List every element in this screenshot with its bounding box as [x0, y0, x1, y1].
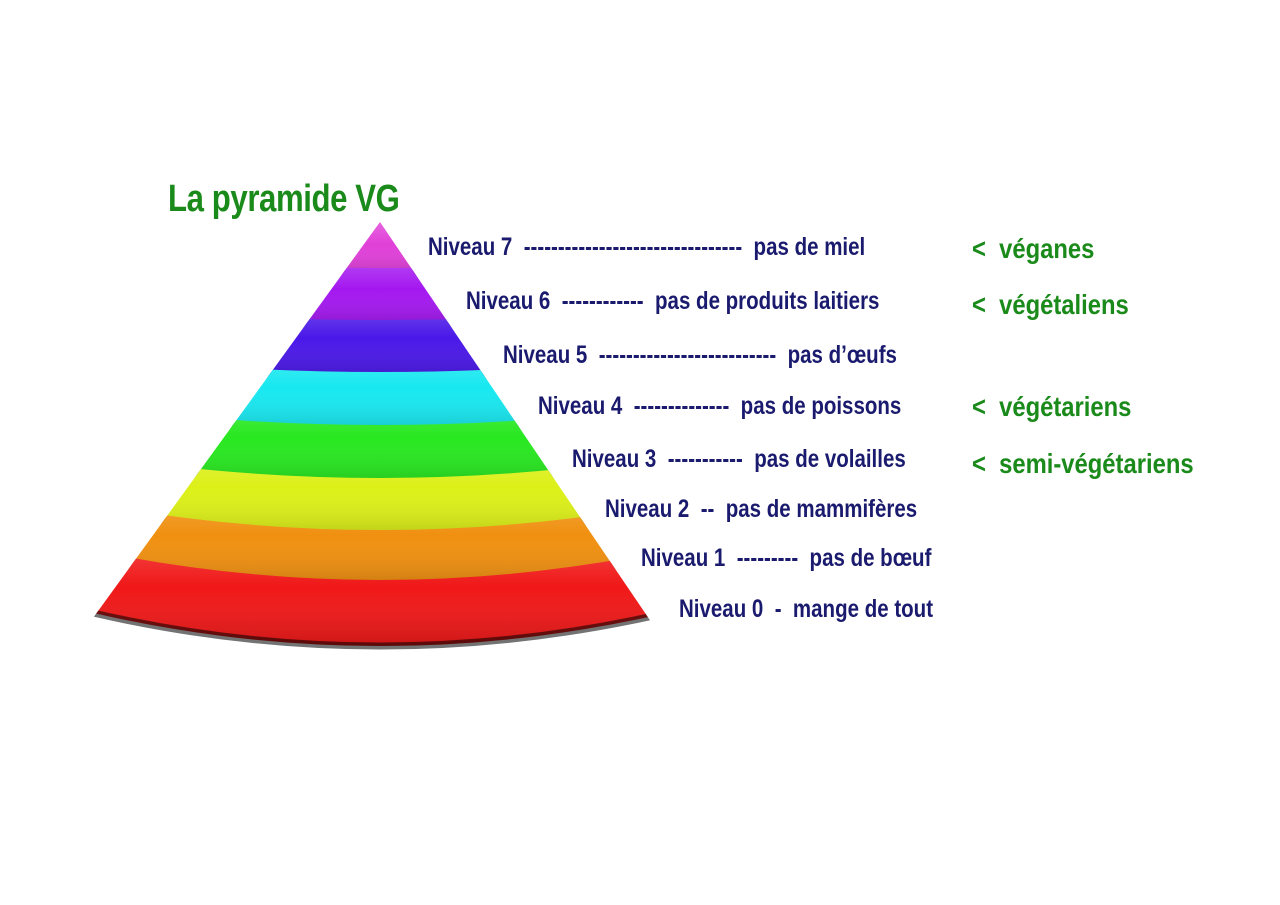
level-label-3: Niveau 3 ----------- pas de volailles: [572, 445, 906, 473]
pyramid-band-shading: [93, 438, 662, 536]
level-label-6: Niveau 6 ------------ pas de produits la…: [466, 287, 880, 315]
level-label-7: Niveau 7 -------------------------------…: [428, 233, 866, 261]
group-label-veganes: < véganes: [972, 233, 1095, 264]
level-label-5: Niveau 5 -------------------------- pas …: [503, 341, 897, 369]
group-label-vegetariens: < végétariens: [972, 391, 1132, 422]
level-label-2: Niveau 2 -- pas de mammifères: [605, 495, 918, 523]
level-label-1: Niveau 1 --------- pas de bœuf: [641, 544, 932, 572]
pyramid-band-shading: [93, 484, 662, 586]
level-label-4: Niveau 4 -------------- pas de poissons: [538, 392, 902, 420]
level-label-0: Niveau 0 - mange de tout: [679, 595, 934, 623]
group-label-vegetaliens: < végétaliens: [972, 289, 1129, 320]
diagram-title: La pyramide VG: [168, 178, 400, 220]
pyramid-band-shading: [93, 528, 662, 646]
group-label-semi-vegetariens: < semi-végétariens: [972, 448, 1194, 479]
